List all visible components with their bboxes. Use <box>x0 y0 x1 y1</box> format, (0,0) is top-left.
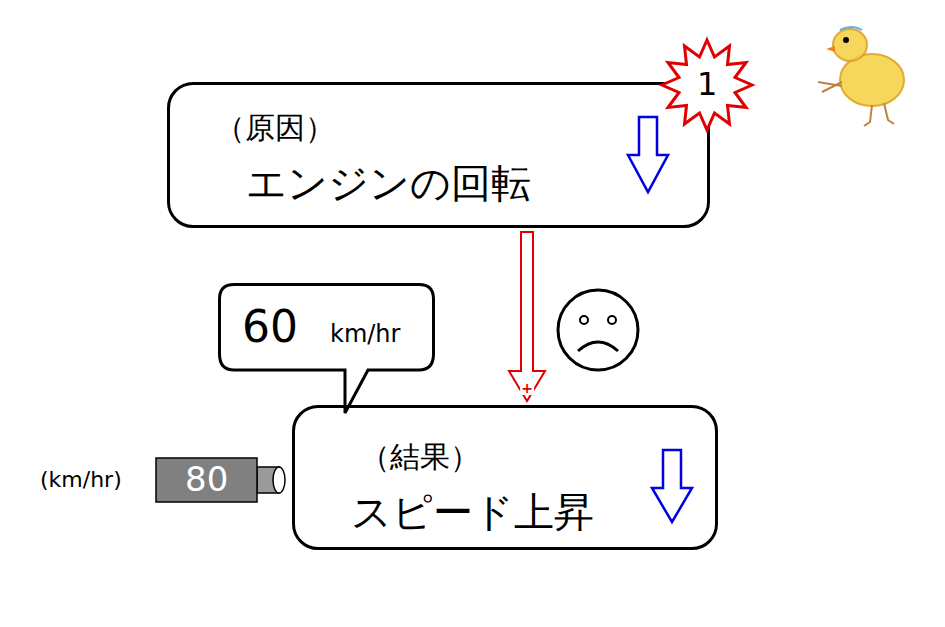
node-text: スピード上昇 <box>351 490 594 534</box>
node-text: km/hr <box>330 321 400 347</box>
callout-starburst: 1 <box>660 38 754 132</box>
chick-illustration <box>818 27 904 126</box>
star-shape <box>662 40 752 130</box>
node-text: （原因） <box>215 111 335 144</box>
speed-gauge: 80 <box>155 457 258 503</box>
gauge-shape <box>156 458 257 502</box>
node-text: エンジンの回転 <box>246 161 531 205</box>
bubble-shape <box>220 285 434 414</box>
node-text: 60 <box>242 303 298 351</box>
down-arrow <box>628 117 668 192</box>
result-box: （結果） スピード上昇 <box>292 405 718 550</box>
gauge-cylinder <box>257 467 285 493</box>
sad-face <box>558 290 638 370</box>
unit-label: (km/hr) <box>40 467 122 492</box>
arrow-outline <box>509 232 545 401</box>
speech-bubble: 60 km/hr <box>218 283 435 415</box>
hollow-arrow <box>509 232 545 401</box>
down-arrow <box>652 450 692 522</box>
edge-label: + <box>520 381 534 395</box>
cause-box: （原因） エンジンの回転 <box>167 82 710 228</box>
node-text: （結果） <box>360 440 480 473</box>
node-text: 80 <box>185 461 228 498</box>
node-text: 1 <box>697 67 717 102</box>
